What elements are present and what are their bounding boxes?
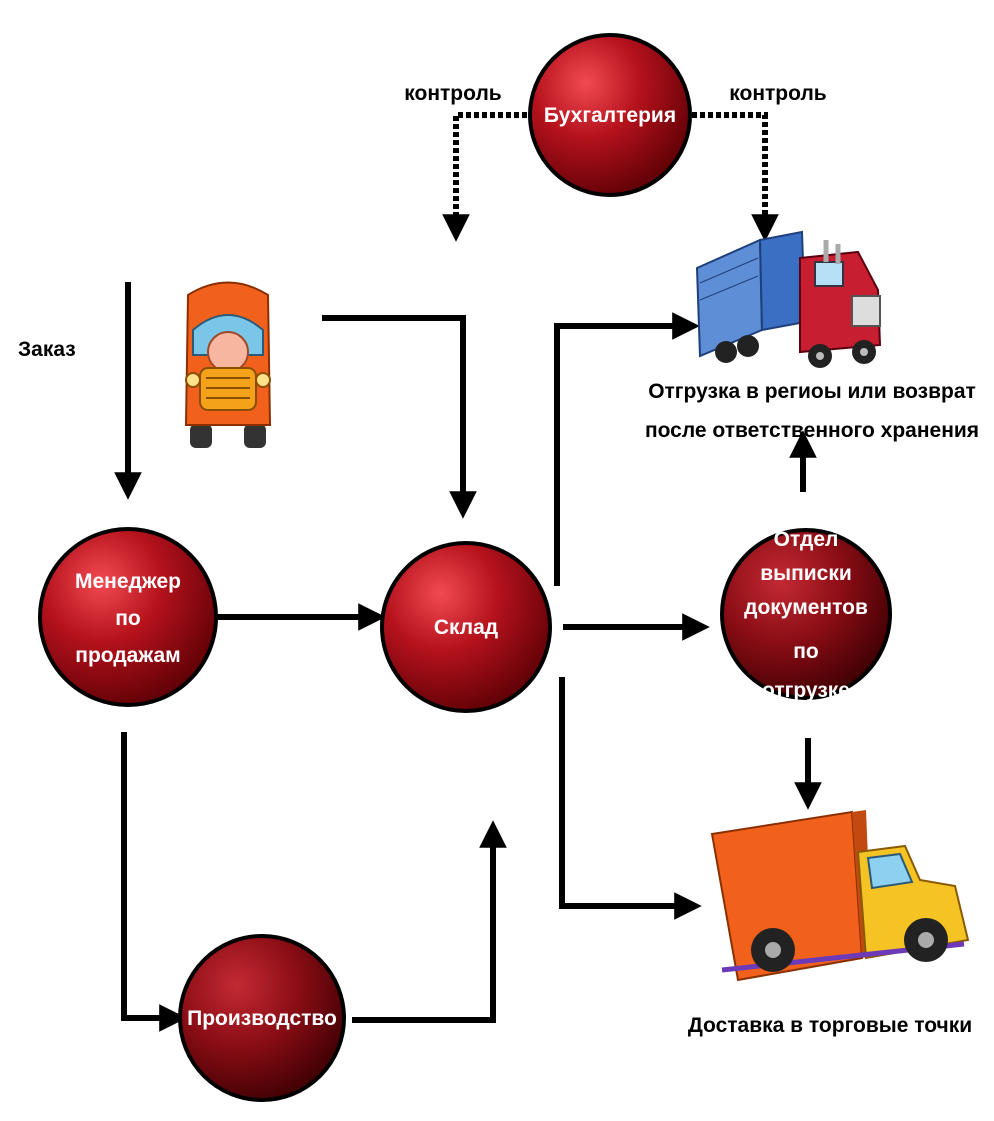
node-shipping-docs-line1: Отдел (774, 528, 839, 551)
node-warehouse: Склад (380, 541, 552, 713)
node-warehouse-label: Склад (434, 616, 498, 639)
control-line-right (692, 112, 779, 242)
delivery-label: Доставка в торговые точки (688, 1014, 972, 1037)
control-label-right: контроль (729, 82, 827, 105)
warehouse-to-delivery-arrow (559, 677, 702, 920)
connectors (114, 112, 822, 1032)
production-to-warehouse-arrow (352, 820, 507, 1023)
control-label-left: контроль (404, 82, 502, 105)
regions-label-line2: после ответственного хранения (645, 419, 979, 442)
node-production-label: Производство (187, 1007, 337, 1030)
node-shipping-docs: Отдел выписки документов по отгрузке (720, 528, 892, 702)
node-sales-manager-line1: Менеджер (75, 570, 181, 593)
node-accounting: Бухгалтерия (528, 33, 692, 197)
node-shipping-docs-line4: по (793, 640, 819, 663)
regions-label-line1: Отгрузка в региоы или возврат (648, 380, 976, 403)
supplier-to-warehouse-arrow (322, 315, 477, 519)
node-shipping-docs-line5: отгрузке (762, 679, 850, 702)
node-production: Производство (178, 934, 346, 1102)
warehouse-to-regions-arrow (554, 312, 700, 586)
node-accounting-label: Бухгалтерия (544, 104, 676, 127)
order-label: Заказ (18, 338, 76, 361)
node-sales-manager-line2: по (115, 607, 141, 630)
node-shipping-docs-line2: выписки (760, 562, 852, 585)
semi-truck-icon (695, 230, 882, 368)
node-sales-manager: Менеджер по продажам (38, 527, 218, 707)
delivery-van-icon (710, 810, 970, 982)
control-line-left (442, 112, 527, 242)
manager-to-production-arrow (121, 732, 187, 1032)
node-shipping-docs-line3: документов (744, 596, 868, 619)
node-sales-manager-line3: продажам (75, 644, 180, 667)
orange-truck-front-icon (184, 281, 272, 448)
